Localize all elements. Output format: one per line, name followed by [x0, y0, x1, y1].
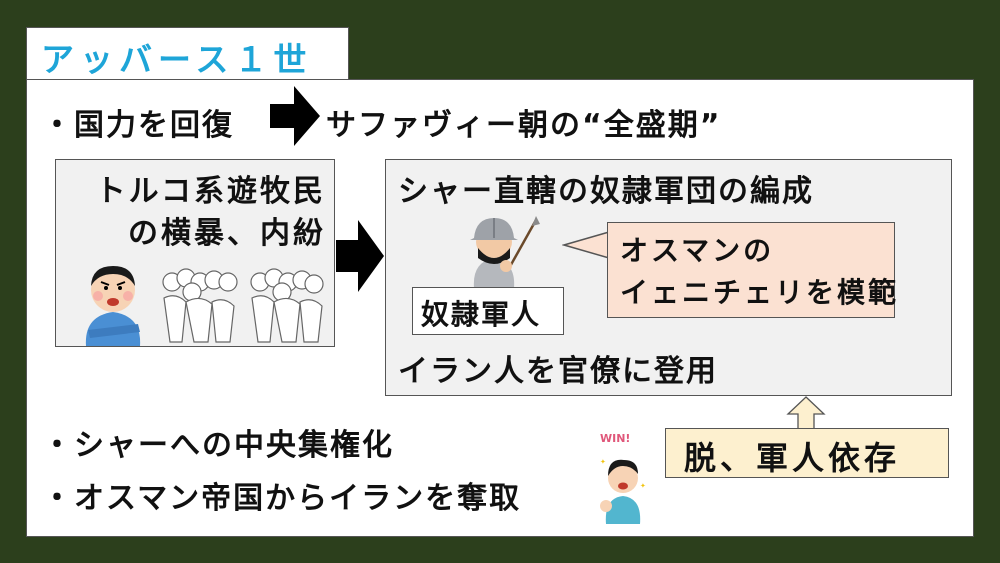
reform-header: シャー直轄の奴隷軍団の編成 [398, 174, 814, 209]
soldier-icon [470, 216, 540, 288]
svg-text:✦: ✦ [640, 482, 646, 490]
callout-line-1: オスマンの [620, 234, 775, 267]
victory-boy-icon: ✦ ✦ [600, 458, 646, 524]
reform-box: シャー直轄の奴隷軍団の編成 奴隷軍人 オスマンの イェニチェリを模範 イラン人を… [385, 159, 952, 396]
bullet-seize-iran: ・オスマン帝国からイランを奪取 [42, 481, 522, 516]
reform-footer: イラン人を官僚に登用 [398, 354, 718, 389]
callout-tail [562, 231, 610, 259]
bullet-national-power: ・国力を回復 [42, 108, 234, 143]
angry-man-icon [85, 266, 141, 346]
right-arrow-icon [270, 86, 320, 146]
page-title: アッバース１世 [41, 40, 313, 79]
problem-box: トルコ系遊牧民 の横暴、内紛 [55, 159, 335, 347]
slave-soldier-label: 奴隷軍人 [412, 287, 564, 335]
janissary-callout: オスマンの イェニチェリを模範 [607, 222, 896, 318]
title-tab: アッバース１世 [26, 27, 349, 79]
no-military-dependence-note: 脱、軍人依存 [665, 428, 949, 478]
callout-line-2: イェニチェリを模範 [620, 276, 900, 309]
bullet-centralization: ・シャーへの中央集権化 [42, 428, 394, 463]
up-arrow-icon [786, 396, 826, 430]
win-badge: WIN! [600, 432, 631, 445]
problem-line-2: の横暴、内紛 [128, 216, 326, 251]
crowd-fighting-icon [162, 268, 324, 343]
problem-line-1: トルコ系遊牧民 [95, 174, 326, 209]
svg-text:✦: ✦ [600, 458, 606, 466]
bullet-golden-age: サファヴィー朝の“全盛期” [326, 108, 722, 143]
right-arrow-icon [336, 220, 384, 292]
